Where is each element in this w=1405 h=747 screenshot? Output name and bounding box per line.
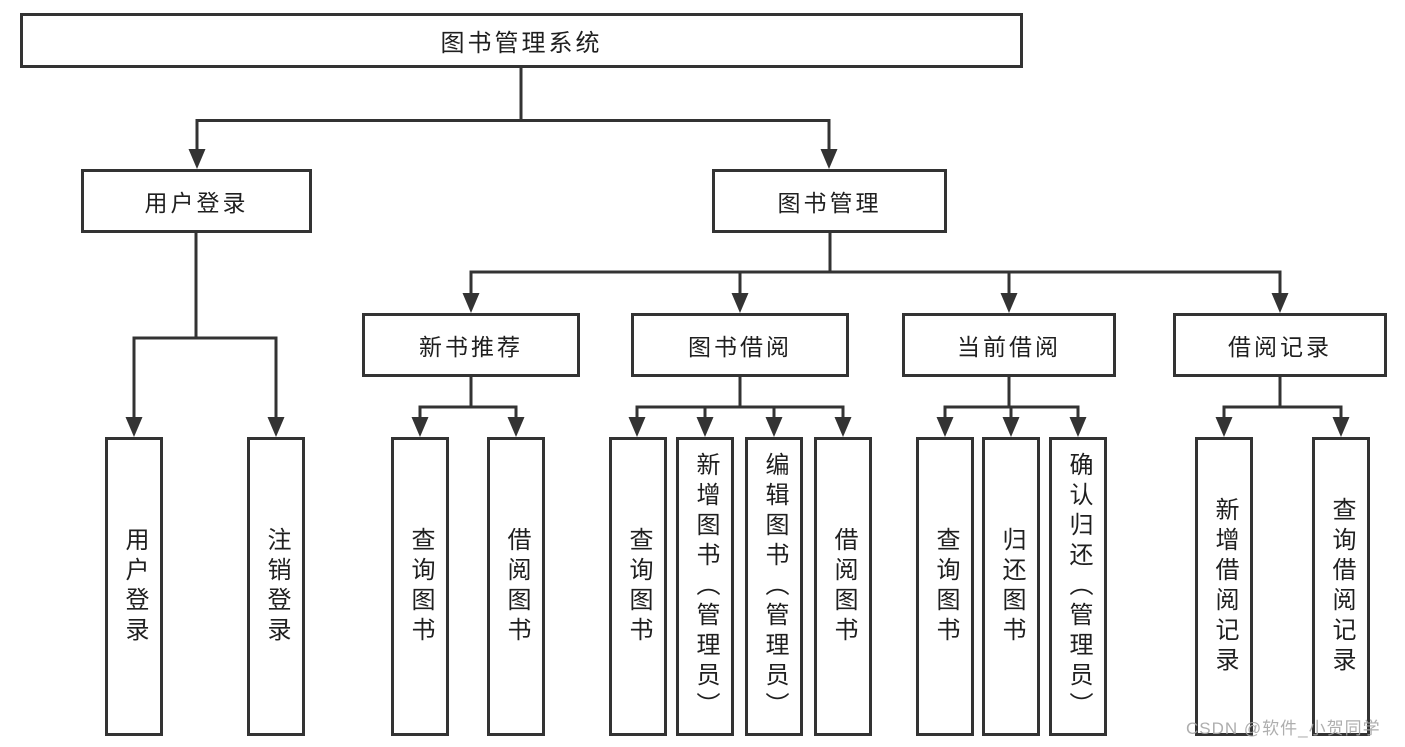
leaf-current-return: 归还图书 (982, 437, 1040, 736)
leaf-records-query-label: 查询借阅记录 (1328, 496, 1355, 677)
leaf-current-query-label: 查询图书 (932, 526, 959, 647)
node-book-management-label: 图书管理 (777, 190, 882, 216)
leaf-newbooks-query: 查询图书 (391, 437, 449, 736)
leaf-borrow-book-label: 借阅图书 (830, 526, 857, 647)
node-library-system: 图书管理系统 (20, 13, 1023, 68)
leaf-current-return-label: 归还图书 (998, 526, 1025, 647)
leaf-records-add-label: 新增借阅记录 (1211, 496, 1238, 677)
node-library-system-label: 图书管理系统 (440, 30, 603, 57)
leaf-borrow-edit-admin-label: 编辑图书（管理员） (761, 451, 788, 722)
node-current-borrow: 当前借阅 (902, 313, 1116, 377)
leaf-current-confirm-admin: 确认归还（管理员） (1049, 437, 1107, 736)
leaf-user-login: 用户登录 (105, 437, 163, 736)
node-current-borrow-label: 当前借阅 (957, 334, 1061, 360)
node-user-login-label: 用户登录 (144, 190, 249, 216)
leaf-borrow-add-admin-label: 新增图书（管理员） (692, 451, 719, 722)
node-book-borrow: 图书借阅 (631, 313, 849, 377)
leaf-newbooks-query-label: 查询图书 (407, 526, 434, 647)
node-new-book-recommend-label: 新书推荐 (419, 334, 523, 360)
leaf-borrow-query: 查询图书 (609, 437, 667, 736)
leaf-borrow-book: 借阅图书 (814, 437, 872, 736)
leaf-current-confirm-admin-label: 确认归还（管理员） (1065, 451, 1092, 722)
leaf-records-query: 查询借阅记录 (1312, 437, 1370, 736)
node-borrow-records-label: 借阅记录 (1228, 334, 1332, 360)
leaf-user-login-label: 用户登录 (121, 526, 148, 647)
leaf-newbooks-borrow-label: 借阅图书 (503, 526, 530, 647)
watermark: CSDN @软件_小贺同学 (1186, 719, 1381, 738)
node-new-book-recommend: 新书推荐 (362, 313, 580, 377)
leaf-borrow-edit-admin: 编辑图书（管理员） (745, 437, 803, 736)
node-user-login: 用户登录 (81, 169, 312, 233)
node-book-management: 图书管理 (712, 169, 947, 233)
node-borrow-records: 借阅记录 (1173, 313, 1387, 377)
leaf-logout: 注销登录 (247, 437, 305, 736)
leaf-records-add: 新增借阅记录 (1195, 437, 1253, 736)
leaf-current-query: 查询图书 (916, 437, 974, 736)
node-book-borrow-label: 图书借阅 (688, 334, 792, 360)
leaf-newbooks-borrow: 借阅图书 (487, 437, 545, 736)
leaf-logout-label: 注销登录 (263, 526, 290, 647)
leaf-borrow-add-admin: 新增图书（管理员） (676, 437, 734, 736)
leaf-borrow-query-label: 查询图书 (625, 526, 652, 647)
